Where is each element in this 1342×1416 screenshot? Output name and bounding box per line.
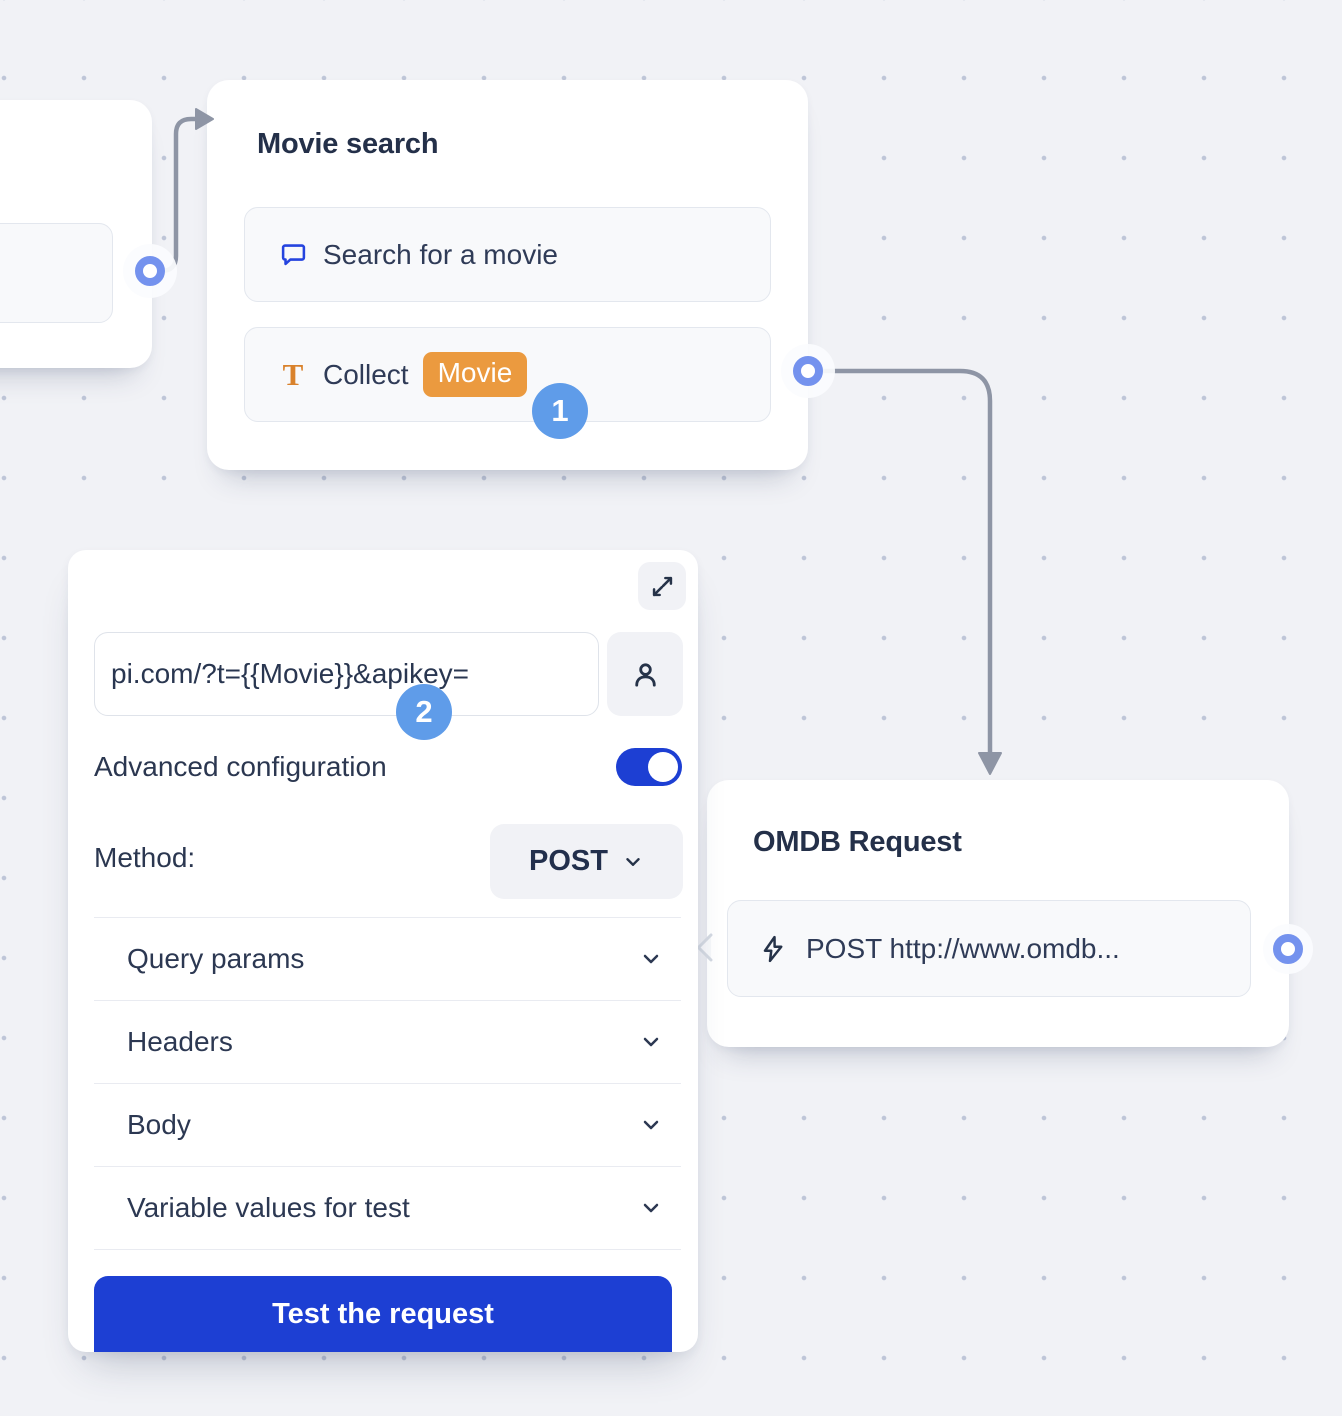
lightning-icon <box>758 934 788 964</box>
request-config-panel[interactable]: Advanced configuration Method: POST Quer… <box>68 550 698 1352</box>
omdb-request-node[interactable]: OMDB Request POST http://www.omdb... <box>697 780 1289 1047</box>
node-item-label: Search for a movie <box>323 238 558 270</box>
text-input-icon: T <box>282 357 304 392</box>
node-item-webhook[interactable]: POST http://www.omdb... <box>727 900 1251 997</box>
step-badge-2: 2 <box>396 684 452 740</box>
partial-node-card[interactable] <box>0 100 152 368</box>
advanced-configuration-toggle[interactable] <box>616 748 682 786</box>
connector-line <box>817 368 993 756</box>
section-label: Variable values for test <box>127 1192 410 1223</box>
user-icon <box>630 659 661 690</box>
toggle-knob <box>648 752 678 782</box>
chevron-down-icon <box>639 1196 663 1220</box>
chevron-down-icon <box>639 947 663 971</box>
node-item-label: Collect <box>323 358 409 390</box>
url-input[interactable] <box>94 632 599 716</box>
config-sections: Query params Headers Body Variable value… <box>94 917 681 1250</box>
variables-button[interactable] <box>607 632 683 716</box>
section-body[interactable]: Body <box>94 1084 681 1167</box>
section-query-params[interactable]: Query params <box>94 917 681 1001</box>
test-request-button[interactable]: Test the request <box>94 1276 672 1352</box>
node-title: Movie search <box>257 128 439 160</box>
section-variable-values[interactable]: Variable values for test <box>94 1167 681 1250</box>
connector-arrowhead <box>978 752 1002 775</box>
input-port-notch[interactable] <box>694 932 713 968</box>
node-title: OMDB Request <box>753 826 962 858</box>
method-dropdown[interactable]: POST <box>490 824 683 899</box>
expand-icon <box>649 573 676 600</box>
method-value: POST <box>529 845 608 877</box>
step-badge-1: 1 <box>532 383 588 439</box>
chevron-down-icon <box>622 851 644 873</box>
chevron-down-icon <box>639 1113 663 1137</box>
node-item-question[interactable]: Search for a movie <box>244 207 771 302</box>
connector-line <box>148 116 200 274</box>
section-label: Query params <box>127 943 305 974</box>
chevron-down-icon <box>639 1030 663 1054</box>
expand-button[interactable] <box>638 562 686 610</box>
partial-node-item[interactable] <box>0 223 113 323</box>
advanced-configuration-label: Advanced configuration <box>94 751 387 782</box>
chat-bubble-icon <box>277 240 309 269</box>
node-item-collect[interactable]: T Collect Movie <box>244 327 771 422</box>
node-item-label: POST http://www.omdb... <box>806 932 1120 964</box>
method-label: Method: <box>94 842 196 873</box>
section-headers[interactable]: Headers <box>94 1001 681 1084</box>
movie-search-node[interactable]: Movie search Search for a movie T Collec… <box>207 80 808 470</box>
section-label: Body <box>127 1109 191 1140</box>
variable-chip[interactable]: Movie <box>422 352 528 397</box>
section-label: Headers <box>127 1026 233 1057</box>
